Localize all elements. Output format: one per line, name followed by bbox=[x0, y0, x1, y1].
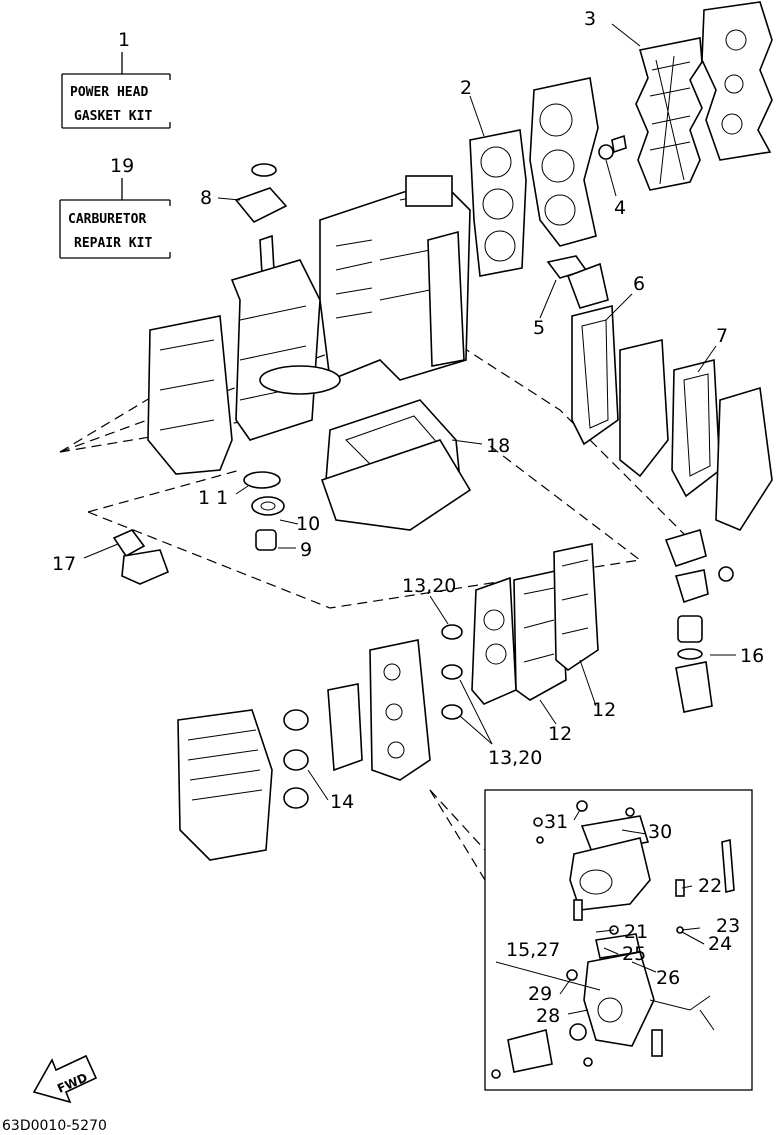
seal-holder-8 bbox=[234, 163, 288, 224]
callout-28: 28 bbox=[536, 1005, 560, 1027]
silencer bbox=[177, 709, 273, 861]
carburetor-line2: REPAIR KIT bbox=[74, 236, 152, 251]
o-ring-11 bbox=[243, 471, 281, 489]
callout-29: 29 bbox=[528, 983, 552, 1005]
exhaust-cover-gasket-3 bbox=[635, 37, 703, 191]
o-ring-13-middle bbox=[441, 664, 463, 680]
power-head-line1: POWER HEAD bbox=[70, 85, 148, 100]
callout-10: 10 bbox=[296, 513, 320, 535]
callout-12-right: 12 bbox=[592, 699, 616, 721]
reed-valve-plate bbox=[471, 576, 517, 705]
callout-22: 22 bbox=[698, 875, 722, 897]
leader-lines bbox=[83, 23, 736, 1015]
callout-21: 21 bbox=[624, 921, 648, 943]
callout-5: 5 bbox=[533, 317, 545, 339]
callout-15-27: 15,27 bbox=[506, 939, 560, 961]
carburetor-repair-kit-label: 19 CARBURETOR REPAIR KIT bbox=[59, 155, 171, 259]
thermostat-gasket-5 bbox=[546, 255, 609, 309]
callout-3: 3 bbox=[584, 8, 596, 30]
callout-9: 9 bbox=[300, 539, 312, 561]
callout-17: 17 bbox=[52, 553, 76, 575]
callout-31: 31 bbox=[544, 811, 568, 833]
callout-8: 8 bbox=[200, 187, 212, 209]
gasket-14 bbox=[283, 709, 309, 809]
o-ring-13-lower bbox=[441, 704, 463, 720]
callout-4: 4 bbox=[614, 197, 626, 219]
power-head-gasket-kit-label: 1 POWER HEAD GASKET KIT bbox=[61, 29, 171, 129]
exhaust-plate-inner bbox=[619, 339, 669, 478]
callout-7: 7 bbox=[716, 325, 728, 347]
callout-13-20-lower: 13,20 bbox=[488, 747, 542, 769]
callout-18: 18 bbox=[486, 435, 510, 457]
o-ring-13-upper bbox=[441, 624, 463, 640]
oil-seal-10 bbox=[251, 496, 285, 516]
crankshaft bbox=[230, 234, 341, 441]
callout-14: 14 bbox=[330, 791, 354, 813]
power-head-line2: GASKET KIT bbox=[74, 109, 152, 124]
oil-seal-9 bbox=[255, 529, 277, 551]
plug-fitting-4 bbox=[598, 134, 627, 160]
intake-manifold-left bbox=[147, 315, 233, 475]
callout-23: 23 bbox=[716, 915, 740, 937]
callout-11: 1 1 bbox=[198, 487, 228, 509]
cylinder-head-cover bbox=[529, 77, 599, 247]
callout-13-20-upper: 13,20 bbox=[402, 575, 456, 597]
callout-24: 24 bbox=[708, 933, 732, 955]
carburetor-bodies bbox=[369, 639, 431, 781]
exhaust-outer-cover-right bbox=[715, 386, 773, 531]
kit-ref-carburetor: 19 bbox=[110, 155, 134, 177]
carburetor-line1: CARBURETOR bbox=[68, 212, 146, 227]
exhaust-plate-gasket bbox=[427, 230, 465, 367]
callout-6: 6 bbox=[633, 273, 645, 295]
intake-gasket-12b bbox=[553, 543, 599, 671]
callout-25: 25 bbox=[622, 943, 646, 965]
exhaust-outer-cover bbox=[701, 1, 773, 161]
gasket-7 bbox=[671, 358, 721, 498]
callout-numbers: 3 2 4 5 6 7 8 9 10 1 1 12 12 13,20 13,20… bbox=[52, 8, 764, 1027]
intake-gasket-plate bbox=[327, 683, 363, 772]
carburetor-detail-inset bbox=[484, 789, 753, 1091]
kit-ref-power-head: 1 bbox=[118, 29, 130, 51]
drawing-code: 63D0010-5270 bbox=[2, 1118, 107, 1134]
callout-16: 16 bbox=[740, 645, 764, 667]
fwd-arrow-icon: FWD bbox=[32, 1054, 98, 1104]
callout-26: 26 bbox=[656, 967, 680, 989]
cylinder-head-gasket-2 bbox=[469, 129, 527, 277]
callout-12-left: 12 bbox=[548, 723, 572, 745]
fuel-pump-assembly bbox=[664, 528, 734, 713]
callout-30: 30 bbox=[648, 821, 672, 843]
bracket-17 bbox=[112, 529, 170, 585]
callout-2: 2 bbox=[460, 77, 472, 99]
lower-casing bbox=[320, 439, 472, 531]
gasket-6 bbox=[571, 304, 619, 446]
